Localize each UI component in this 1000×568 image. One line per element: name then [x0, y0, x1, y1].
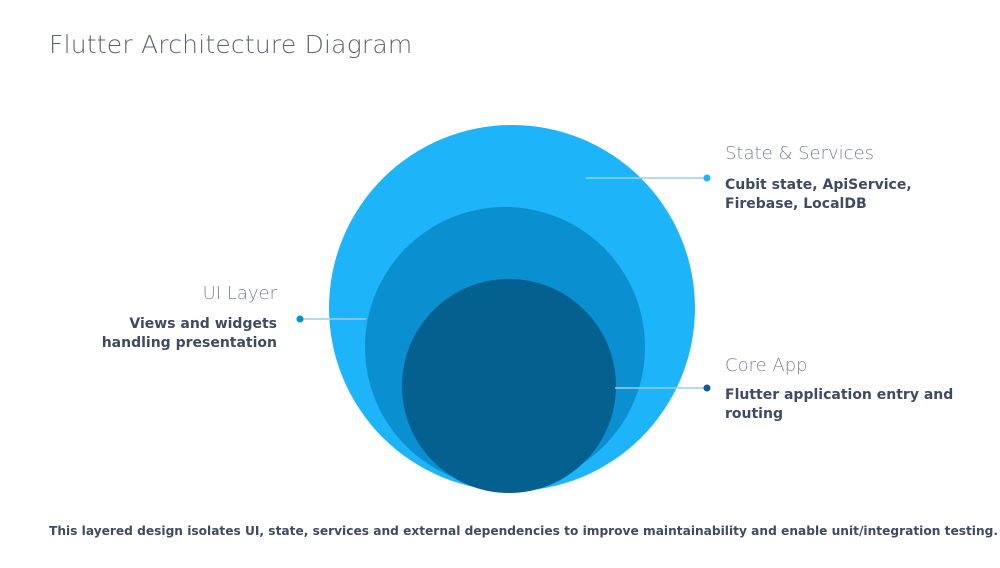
dot-core-app: [703, 384, 711, 392]
core-app-heading: Core App: [725, 355, 808, 376]
dot-ui-layer: [296, 315, 304, 323]
page-title: Flutter Architecture Diagram: [49, 30, 413, 59]
state-services-heading: State & Services: [725, 143, 875, 164]
footer-note: This layered design isolates UI, state, …: [49, 524, 999, 538]
state-services-description: Cubit state, ApiService, Firebase, Local…: [725, 177, 912, 212]
dot-state-services: [703, 174, 711, 182]
ui-layer-heading: UI Layer: [202, 283, 277, 304]
inner-circle-core-app: [402, 279, 616, 493]
ui-layer-description: Views and widgets handling presentation: [101, 316, 277, 351]
core-app-description: Flutter application entry and routing: [725, 387, 954, 422]
